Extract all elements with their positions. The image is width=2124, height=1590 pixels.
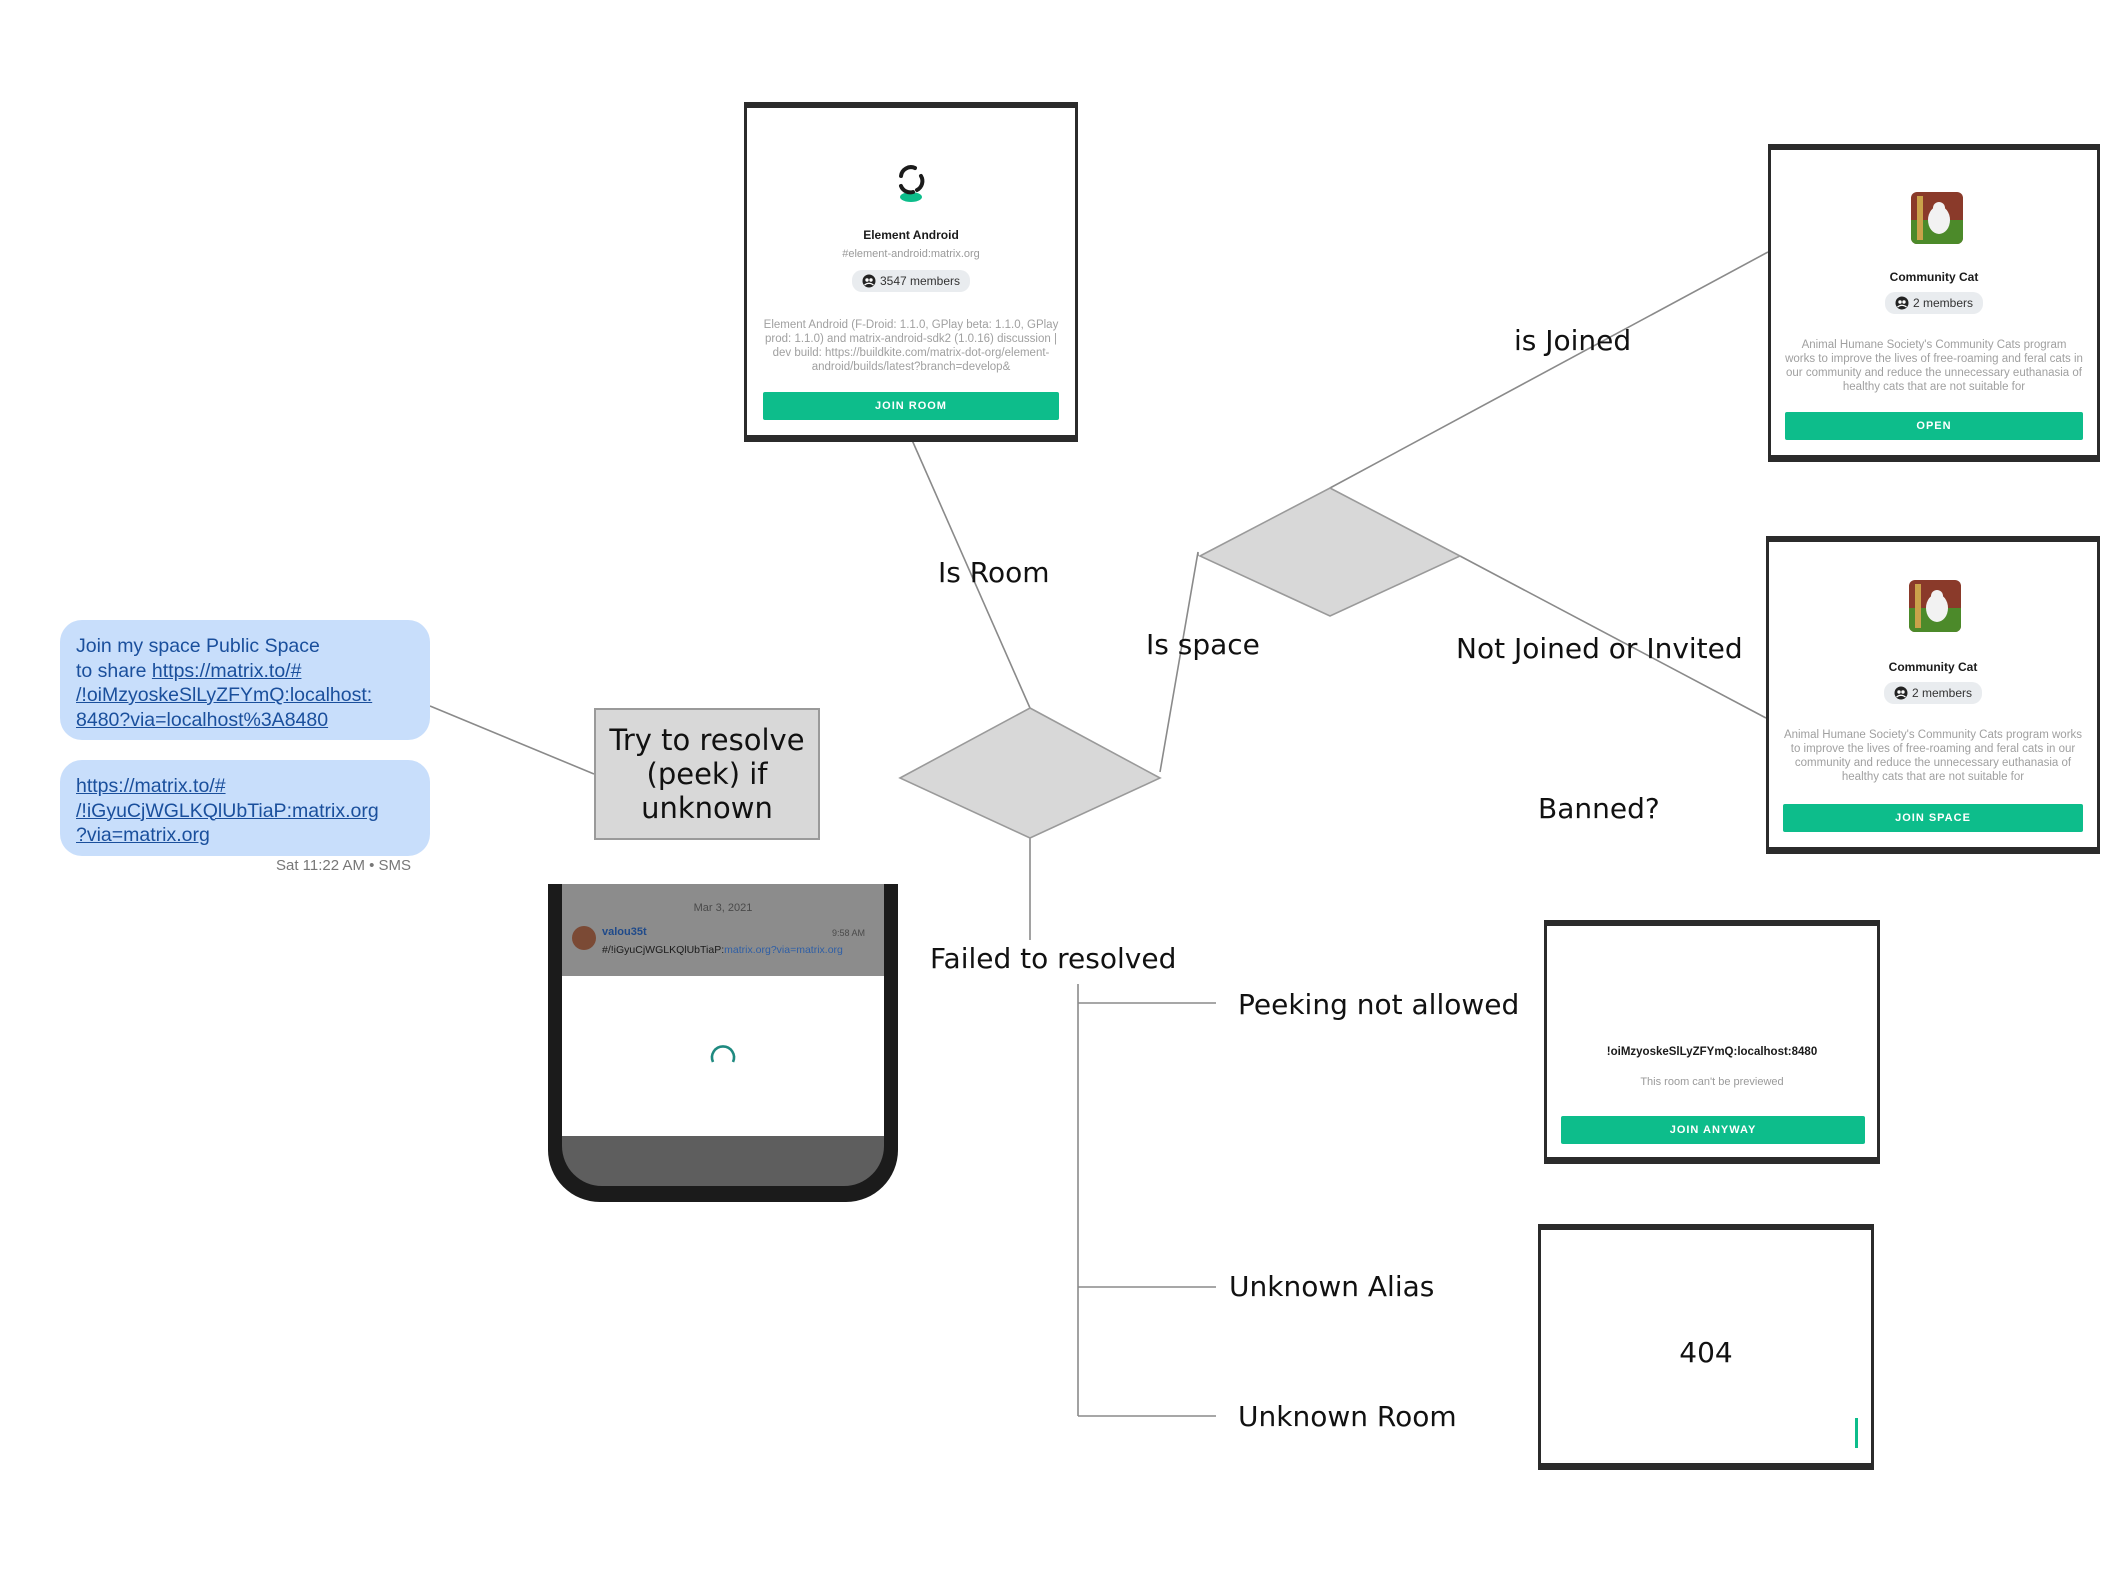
room-card-title: Element Android [863,228,959,242]
error-404-card: 404 [1538,1224,1874,1470]
phone-time: 9:58 AM [832,928,866,938]
connector-space-diamond-to-joined [1329,251,1769,489]
phone-message-link[interactable]: matrix.org?via=matrix.org [724,944,843,956]
sms-bubble-space-prefix: to share [76,659,152,682]
space-join-members-pill[interactable]: 2 members [1883,682,1983,704]
members-icon [862,274,876,288]
space-joined-card: Community Cat 2 members Animal Humane So… [1768,144,2100,462]
label-is-joined: is Joined [1514,324,1632,357]
space-join-members: 2 members [1911,686,1973,700]
connector-sms-to-decision [429,705,595,775]
error-code: 404 [1679,1336,1733,1369]
phone-loading-sheet [562,976,884,1136]
room-card-description: Element Android (F-Droid: 1.1.0, GPlay b… [763,319,1059,373]
phone-avatar[interactable] [572,926,596,950]
label-failed-to-resolve: Failed to resolved [930,942,1177,975]
space-avatar-cat [1911,192,1963,244]
phone-message-text: #/!iGyuCjWGLKQlUbTiaP: [602,944,725,956]
label-is-room: Is Room [938,556,1050,589]
room-card-members: 3547 members [879,274,961,288]
decision-text: Try to resolve (peek) if unknown [609,723,805,825]
label-banned: Banned? [1538,792,1660,825]
join-room-button[interactable]: JOIN ROOM [763,392,1059,420]
label-unknown-alias: Unknown Alias [1229,1270,1435,1303]
space-joined-title: Community Cat [1889,270,1979,284]
connector-space-diamond-to-not-joined [1459,555,1767,719]
room-card-alias: #element-android:matrix.org [842,248,980,260]
space-join-title: Community Cat [1888,660,1978,674]
sms-space-link-part-1[interactable]: https://matrix.to/# [151,659,302,682]
sms-bubble-room: https://matrix.to/# /!iGyuCjWGLKQlUbTiaP… [60,760,430,856]
space-avatar-cat [1909,580,1961,632]
space-joined-description: Animal Humane Society's Community Cats p… [1785,339,2083,393]
decision-resolve-peek: Try to resolve (peek) if unknown [594,708,820,840]
phone-screen: Mar 3, 2021 valou35t 9:58 AM #/!iGyuCjWG… [562,884,884,1186]
sms-room-link-part-3[interactable]: ?via=matrix.org [76,824,210,846]
sms-room-link-part-1[interactable]: https://matrix.to/# [76,775,226,797]
phone-user: valou35t [602,926,647,938]
connector-room-card-to-diamond [911,439,1031,709]
phone-message: #/!iGyuCjWGLKQlUbTiaP:matrix.org?via=mat… [602,944,843,956]
join-anyway-button[interactable]: JOIN ANYWAY [1561,1116,1865,1144]
peek-denied-card: !oiMzyoskeSlLyZFYmQ:localhost:8480 This … [1544,920,1880,1164]
peek-card-subtitle: This room can't be previewed [1640,1076,1784,1088]
space-joined-members-pill[interactable]: 2 members [1884,292,1984,314]
resolve-diamond [898,707,1162,839]
space-join-description: Animal Humane Society's Community Cats p… [1783,729,2083,783]
members-icon [1895,296,1909,310]
space-joined-members: 2 members [1912,296,1974,310]
label-unknown-room: Unknown Room [1238,1400,1457,1433]
connector-diamond-to-space-diamond [1159,551,1199,773]
join-space-button[interactable]: JOIN SPACE [1783,804,2083,832]
phone-mockup: Mar 3, 2021 valou35t 9:58 AM #/!iGyuCjWG… [548,884,898,1202]
room-card-members-pill[interactable]: 3547 members [851,270,971,292]
label-not-joined-or-invited: Not Joined or Invited [1456,632,1743,665]
sms-bubble-space: Join my space Public Space to share http… [60,620,430,740]
open-space-button[interactable]: OPEN [1785,412,2083,440]
room-preview-card: Element Android #element-android:matrix.… [744,102,1078,442]
members-icon [1894,686,1908,700]
phone-date: Mar 3, 2021 [693,902,753,914]
label-is-space: Is space [1146,628,1260,661]
element-logo-icon [899,165,925,202]
label-peeking-not-allowed: Peeking not allowed [1238,988,1520,1021]
peek-card-title: !oiMzyoskeSlLyZFYmQ:localhost:8480 [1606,1046,1818,1058]
sms-space-link-part-3[interactable]: 8480?via=localhost%3A8480 [76,708,329,731]
sms-room-link-part-2[interactable]: /!iGyuCjWGLKQlUbTiaP:matrix.org [76,799,379,822]
sms-bubble-space-line1: Join my space Public Space [76,635,320,657]
loading-spinner-icon [710,1045,736,1063]
sms-space-link-part-2[interactable]: /!oiMzyoskeSlLyZFYmQ:localhost: [76,684,373,706]
scrollbar-indicator[interactable] [1855,1418,1858,1448]
space-join-card: Community Cat 2 members Animal Humane So… [1766,536,2100,854]
phone-timeline: Mar 3, 2021 valou35t 9:58 AM #/!iGyuCjWG… [562,884,884,976]
space-diamond [1198,487,1462,617]
sms-meta: Sat 11:22 AM • SMS [276,857,412,874]
